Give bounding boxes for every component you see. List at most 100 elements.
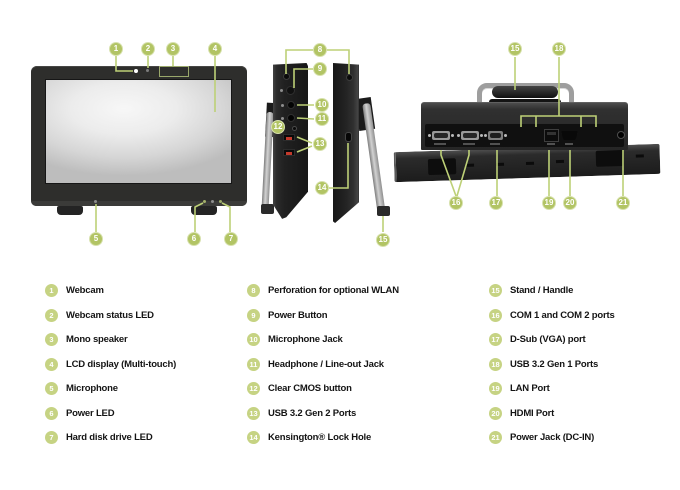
legend-num: 18 (489, 357, 502, 371)
legend-item-power-led: 6 Power LED (45, 406, 176, 420)
usb-gen2-port-2 (283, 149, 295, 156)
legend-label: Clear CMOS button (268, 383, 352, 394)
port-label (490, 143, 500, 145)
legend-label: Power Jack (DC-IN) (510, 432, 595, 443)
webcam-status-led-dot (146, 69, 149, 72)
legend-item-clear-cmos: 12 Clear CMOS button (247, 382, 399, 395)
lan-port (544, 129, 559, 142)
callout-21: 21 (616, 196, 630, 210)
wlan-perforation-left (284, 74, 289, 79)
legend-label: Hard disk drive LED (66, 432, 153, 443)
callout-4: 4 (208, 42, 222, 56)
front-foot-right (191, 206, 217, 215)
center-led-dot (211, 200, 214, 203)
callout-18: 18 (552, 42, 566, 56)
legend-label: Microphone (66, 383, 118, 394)
callout-6: 6 (187, 232, 201, 246)
power-icon (280, 89, 283, 92)
callout-line-6 (194, 202, 204, 232)
callout-line-13a (296, 136, 313, 144)
callout-line-16b (456, 150, 470, 197)
legend-label: USB 3.2 Gen 1 Ports (510, 358, 599, 370)
legend-num: 12 (247, 382, 260, 395)
callout-10: 10 (315, 98, 329, 112)
callout-1: 1 (109, 42, 123, 56)
legend-num: 1 (45, 284, 58, 297)
callout-15-back: 15 (508, 42, 522, 56)
port-label (565, 143, 573, 145)
port-label (463, 143, 475, 145)
power-jack-dcin (617, 131, 625, 139)
mono-speaker-outline (159, 66, 189, 77)
legend-label: LCD display (Multi-touch) (66, 358, 177, 370)
com1-port (428, 129, 454, 142)
legend-num: 4 (45, 357, 58, 371)
right-side-view-device (333, 63, 359, 223)
callout-3: 3 (166, 42, 180, 56)
legend-label: Webcam status LED (66, 309, 154, 321)
legend-label: Mono speaker (66, 334, 128, 345)
callout-line-11 (296, 117, 315, 120)
legend-label: Microphone Jack (268, 334, 343, 345)
callout-9: 9 (313, 62, 327, 76)
legend-item-microphone: 5 Microphone (45, 382, 176, 395)
usb-gen2-port-1 (283, 134, 295, 141)
callout-15-side: 15 (376, 233, 390, 247)
legend-num: 15 (489, 284, 502, 297)
hdd-led-dot (219, 200, 222, 203)
callout-line-7 (221, 202, 231, 232)
callout-line-9 (293, 68, 313, 88)
legend-num: 5 (45, 382, 58, 395)
legend-num: 2 (45, 308, 58, 322)
callout-5: 5 (89, 232, 103, 246)
callout-line-18-branch (520, 115, 597, 127)
legend-item-usb-gen1: 18 USB 3.2 Gen 1 Ports (489, 357, 615, 371)
power-led-dot (203, 200, 206, 203)
legend-item-vga-port: 17 D-Sub (VGA) port (489, 333, 615, 346)
legend-label: Stand / Handle (510, 285, 574, 296)
callout-11: 11 (315, 112, 329, 126)
vga-port (484, 129, 507, 142)
callout-16: 16 (449, 196, 463, 210)
legend-num: 14 (247, 431, 260, 444)
legend-label: USB 3.2 Gen 2 Ports (268, 407, 357, 419)
lcd-screen (45, 79, 232, 184)
legend-num: 6 (45, 406, 58, 420)
callout-17: 17 (489, 196, 503, 210)
legend-label: Power LED (66, 407, 115, 419)
webcam-dot (134, 69, 138, 73)
legend-label: Perforation for optional WLAN (268, 285, 399, 296)
legend-num: 19 (489, 382, 502, 395)
power-button (286, 86, 295, 95)
wlan-perforation-right (347, 75, 352, 80)
callout-lines (95, 49, 624, 232)
front-foot-left (57, 206, 83, 215)
legend-label: COM 1 and COM 2 ports (510, 309, 615, 321)
legend-num: 8 (247, 284, 260, 297)
callout-line-13b (296, 145, 313, 153)
port-label (434, 143, 446, 145)
rear-io-recess (425, 124, 624, 147)
com2-port (457, 129, 483, 142)
legend-item-stand-handle: 15 Stand / Handle (489, 284, 615, 297)
legend-item-wlan-perforation: 8 Perforation for optional WLAN (247, 284, 399, 297)
legend-num: 17 (489, 333, 502, 346)
microphone-dot (94, 200, 97, 203)
callout-14: 14 (315, 181, 329, 195)
legend-label: D-Sub (VGA) port (510, 334, 586, 345)
callout-8: 8 (313, 43, 327, 57)
legend-label: Kensington® Lock Hole (268, 432, 372, 443)
microphone-icon (281, 104, 284, 107)
headphone-icon (281, 117, 284, 120)
legend-num: 20 (489, 406, 502, 420)
